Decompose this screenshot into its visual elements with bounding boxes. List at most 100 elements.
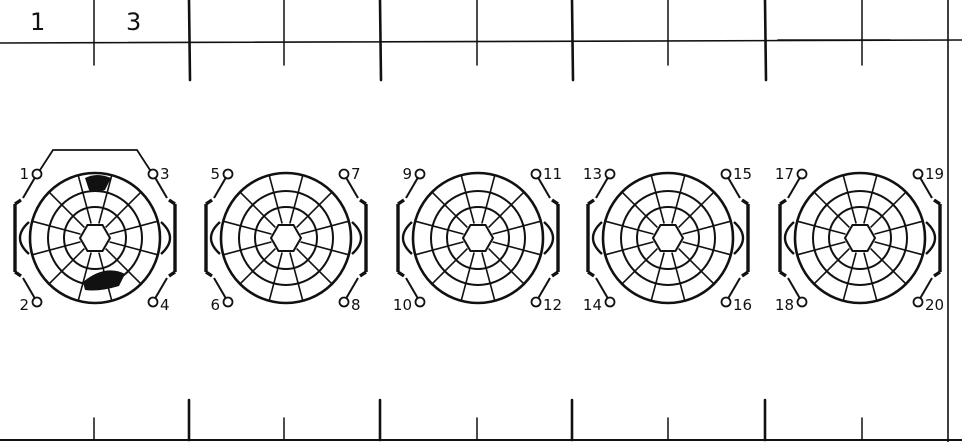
spoke	[492, 241, 541, 256]
spoke	[650, 252, 665, 301]
spoke	[488, 191, 525, 228]
spoke	[870, 191, 907, 228]
pin-label-bottom-right: 20	[925, 296, 944, 314]
pin-label-top-left: 9	[402, 165, 412, 183]
rotary-switch-4	[586, 168, 750, 308]
switch-inner-ring	[63, 206, 127, 270]
spoke	[813, 191, 850, 228]
hub-hexagon	[78, 224, 112, 252]
left-contact-cap	[209, 221, 221, 255]
rotary-switch-2	[204, 168, 368, 308]
rotary-switch-1	[13, 149, 177, 308]
pin-label-bottom-right: 12	[543, 296, 562, 314]
pin-terminal-icon	[604, 168, 616, 180]
pin-terminal-icon	[338, 168, 350, 180]
spoke	[863, 175, 878, 224]
terminal-hook	[933, 198, 941, 278]
spoke	[239, 248, 276, 285]
spoke	[48, 248, 85, 285]
spoke	[415, 220, 464, 235]
pin-terminal-icon	[912, 296, 924, 308]
spoke	[460, 252, 475, 301]
switch-outer-ring	[219, 171, 353, 305]
pin-label-top-left: 1	[19, 165, 29, 183]
pin-terminal-icon	[222, 168, 234, 180]
spoke	[874, 220, 923, 235]
header-cell-1: 1	[30, 8, 45, 36]
right-contact-cap	[925, 221, 937, 255]
right-contact-cap	[733, 221, 745, 255]
hub-hexagon	[461, 224, 495, 252]
switch-middle-ring	[620, 190, 716, 286]
spoke	[481, 175, 496, 224]
terminal-hook	[397, 198, 405, 278]
hub-hexagon	[269, 224, 303, 252]
rotary-switch-3	[396, 168, 560, 308]
terminal-hook	[14, 198, 22, 278]
spoke	[415, 241, 464, 256]
pin-label-bottom-left: 14	[583, 296, 602, 314]
pin-label-bottom-left: 2	[19, 296, 29, 314]
major-divider-top	[570, 0, 575, 82]
spoke	[605, 241, 654, 256]
spoke	[797, 241, 846, 256]
spoke	[621, 248, 658, 285]
pin-label-top-left: 13	[583, 165, 602, 183]
spoke	[268, 252, 283, 301]
pin-terminal-icon	[530, 296, 542, 308]
pin-label-top-right: 11	[543, 165, 562, 183]
pin-label-bottom-left: 18	[775, 296, 794, 314]
contact-mark-bottom	[83, 270, 125, 291]
spoke	[431, 248, 468, 285]
spoke	[289, 252, 304, 301]
spoke	[300, 241, 349, 256]
left-contact-cap	[401, 221, 413, 255]
spoke	[797, 220, 846, 235]
pin-terminal-icon	[530, 168, 542, 180]
terminal-hook	[587, 198, 595, 278]
spoke	[105, 248, 142, 285]
spoke	[492, 220, 541, 235]
spoke	[223, 241, 272, 256]
spoke	[460, 175, 475, 224]
jumper-bridge	[39, 149, 151, 171]
pin-terminal-icon	[147, 296, 159, 308]
spoke	[842, 175, 857, 224]
left-contact-cap	[18, 221, 30, 255]
pin-label-bottom-right: 8	[351, 296, 361, 314]
spoke	[296, 248, 333, 285]
pin-terminal-icon	[720, 296, 732, 308]
spoke	[77, 252, 92, 301]
switch-outer-ring	[411, 171, 545, 305]
spoke	[77, 175, 92, 224]
spoke	[105, 191, 142, 228]
pin-terminal-icon	[147, 168, 159, 180]
pin-label-bottom-right: 4	[160, 296, 170, 314]
switch-inner-ring	[254, 206, 318, 270]
pin-terminal-icon	[31, 168, 43, 180]
switch-outer-ring	[793, 171, 927, 305]
pin-label-top-left: 5	[210, 165, 220, 183]
spoke	[488, 248, 525, 285]
spoke	[223, 220, 272, 235]
left-contact-cap	[591, 221, 603, 255]
spoke	[239, 191, 276, 228]
spoke	[621, 191, 658, 228]
terminal-hook	[741, 198, 749, 278]
pin-label-top-right: 15	[733, 165, 752, 183]
pin-terminal-icon	[414, 168, 426, 180]
right-contact-cap	[160, 221, 172, 255]
terminal-hook	[551, 198, 559, 278]
switch-inner-ring	[446, 206, 510, 270]
pin-terminal-icon	[338, 296, 350, 308]
pin-label-bottom-right: 16	[733, 296, 752, 314]
spoke	[296, 191, 333, 228]
terminal-hook	[359, 198, 367, 278]
switch-inner-ring	[828, 206, 892, 270]
right-contact-cap	[543, 221, 555, 255]
spoke	[671, 175, 686, 224]
pin-terminal-icon	[604, 296, 616, 308]
